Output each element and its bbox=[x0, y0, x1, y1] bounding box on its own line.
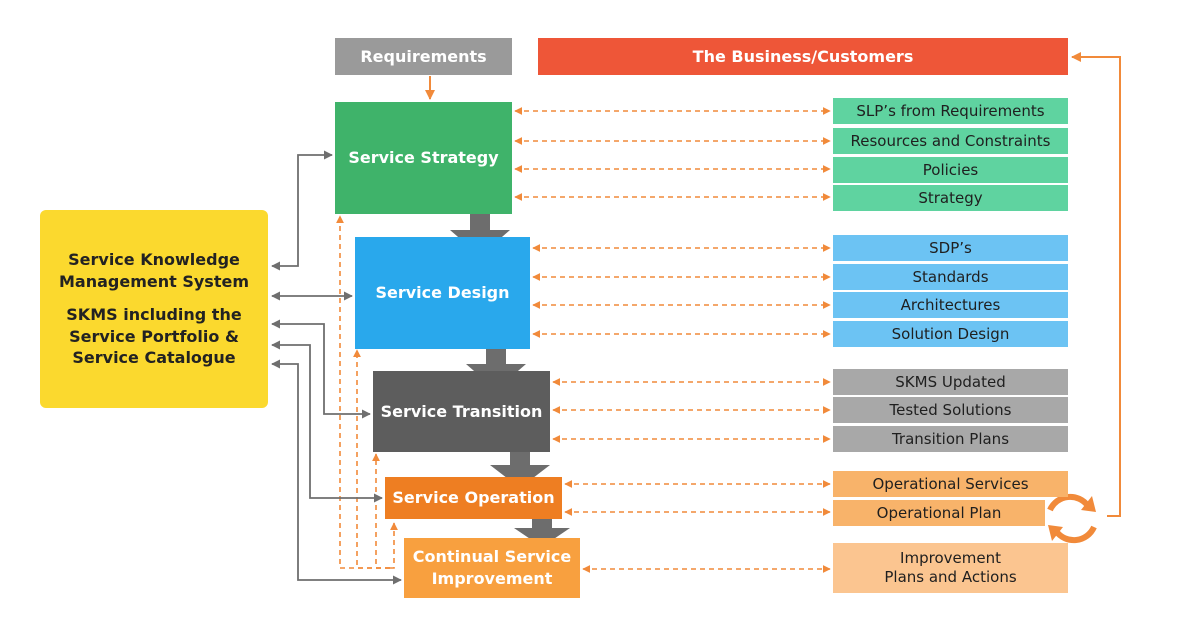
transition-output-label: SKMS Updated bbox=[895, 373, 1006, 391]
continual-service-improvement-box: Continual Service Improvement bbox=[404, 538, 580, 598]
transition-output-label: Tested Solutions bbox=[889, 401, 1012, 419]
strategy-output-label: Strategy bbox=[918, 189, 983, 207]
service-operation-label: Service Operation bbox=[392, 488, 555, 508]
strategy-output-box: Strategy bbox=[833, 185, 1068, 211]
business-customers-box: The Business/Customers bbox=[538, 38, 1068, 75]
skms-box: Service Knowledge Management System SKMS… bbox=[40, 210, 268, 408]
flow-arrow-transition-operation bbox=[490, 451, 550, 488]
skms-line: Management System bbox=[59, 271, 249, 291]
transition-output-label: Transition Plans bbox=[891, 430, 1010, 448]
service-operation-box: Service Operation bbox=[385, 477, 562, 519]
strategy-output-label: Policies bbox=[922, 161, 979, 179]
business-customers-label: The Business/Customers bbox=[692, 47, 914, 66]
service-design-label: Service Design bbox=[375, 283, 510, 303]
design-output-box: Standards bbox=[833, 264, 1068, 290]
requirements-label: Requirements bbox=[360, 47, 487, 66]
service-design-box: Service Design bbox=[355, 237, 530, 349]
csi-output-label: Plans and Actions bbox=[884, 568, 1017, 586]
design-output-box: SDP’s bbox=[833, 235, 1068, 261]
strategy-output-label: SLP’s from Requirements bbox=[856, 102, 1045, 120]
design-output-label: Solution Design bbox=[891, 325, 1010, 343]
skms-line: SKMS including the bbox=[66, 305, 242, 325]
transition-output-box: Tested Solutions bbox=[833, 397, 1068, 423]
strategy-output-box: SLP’s from Requirements bbox=[833, 98, 1068, 124]
csi-feedback-operation bbox=[390, 522, 398, 569]
flow-arrow-strategy-design bbox=[450, 213, 510, 256]
strategy-output-box: Policies bbox=[833, 157, 1068, 183]
skms-line: Service Knowledge bbox=[68, 250, 240, 270]
transition-output-box: SKMS Updated bbox=[833, 369, 1068, 395]
csi-label-line: Continual Service bbox=[412, 547, 572, 567]
flow-arrow-design-transition bbox=[466, 348, 526, 390]
design-output-label: SDP’s bbox=[929, 239, 972, 257]
service-transition-box: Service Transition bbox=[373, 371, 550, 452]
operation-output-label: Operational Plan bbox=[876, 504, 1002, 522]
service-transition-label: Service Transition bbox=[380, 401, 543, 421]
design-output-label: Standards bbox=[912, 268, 989, 286]
design-output-box: Solution Design bbox=[833, 321, 1068, 347]
strategy-output-box: Resources and Constraints bbox=[833, 128, 1068, 154]
operation-output-label: Operational Services bbox=[872, 475, 1029, 493]
csi-output-box: Improvement Plans and Actions bbox=[833, 543, 1068, 593]
csi-label-line: Improvement bbox=[431, 569, 553, 588]
flow-arrow-operation-csi bbox=[514, 518, 570, 547]
service-strategy-label: Service Strategy bbox=[348, 148, 499, 168]
design-output-box: Architectures bbox=[833, 292, 1068, 318]
skms-csi-link bbox=[271, 359, 402, 585]
design-output-label: Architectures bbox=[900, 296, 1001, 314]
operation-output-box: Operational Services bbox=[833, 471, 1068, 497]
skms-line: Service Portfolio & bbox=[69, 326, 239, 346]
transition-output-box: Transition Plans bbox=[833, 426, 1068, 452]
skms-strategy-link bbox=[271, 150, 333, 271]
service-strategy-box: Service Strategy bbox=[335, 102, 512, 214]
skms-line: Service Catalogue bbox=[72, 348, 236, 368]
skms-operation-link bbox=[271, 340, 383, 503]
strategy-output-label: Resources and Constraints bbox=[850, 132, 1051, 150]
csi-output-label: Improvement bbox=[900, 548, 1001, 567]
requirements-box: Requirements bbox=[335, 38, 512, 75]
operation-output-box: Operational Plan bbox=[833, 500, 1045, 526]
business-feedback-loop bbox=[1071, 52, 1121, 517]
